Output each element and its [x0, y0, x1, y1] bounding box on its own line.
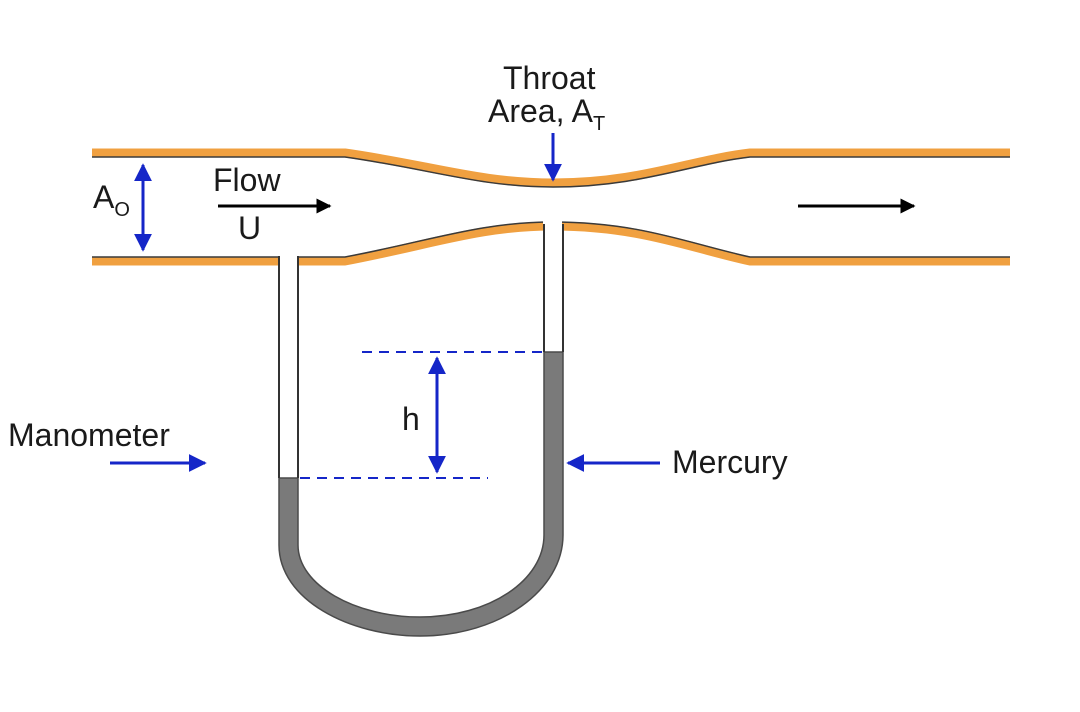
flow-indicator: Flow U	[213, 162, 916, 246]
pipe-top-wall-edge	[92, 156, 1010, 188]
throat-label-line2: Area, AT	[488, 93, 605, 135]
right-tube	[543, 224, 564, 352]
flow-label: Flow	[213, 162, 281, 198]
height-indicator: h	[300, 351, 544, 479]
throat-label-line1: Throat	[503, 60, 596, 96]
mercury-pointer: Mercury	[566, 444, 788, 480]
velocity-label: U	[238, 210, 261, 246]
manometer-pointer: Manometer	[8, 417, 207, 472]
height-label: h	[402, 401, 420, 437]
pipe-top-wall	[92, 148, 1010, 188]
inlet-area-label: AO	[93, 179, 130, 221]
inlet-area-indicator: AO	[93, 163, 152, 252]
manometer-u-tube	[278, 218, 564, 637]
manometer-label: Manometer	[8, 417, 170, 453]
throat-indicator: Throat Area, AT	[488, 60, 605, 182]
mercury-column	[278, 351, 564, 637]
left-tube	[278, 256, 299, 478]
mercury-label: Mercury	[672, 444, 788, 480]
